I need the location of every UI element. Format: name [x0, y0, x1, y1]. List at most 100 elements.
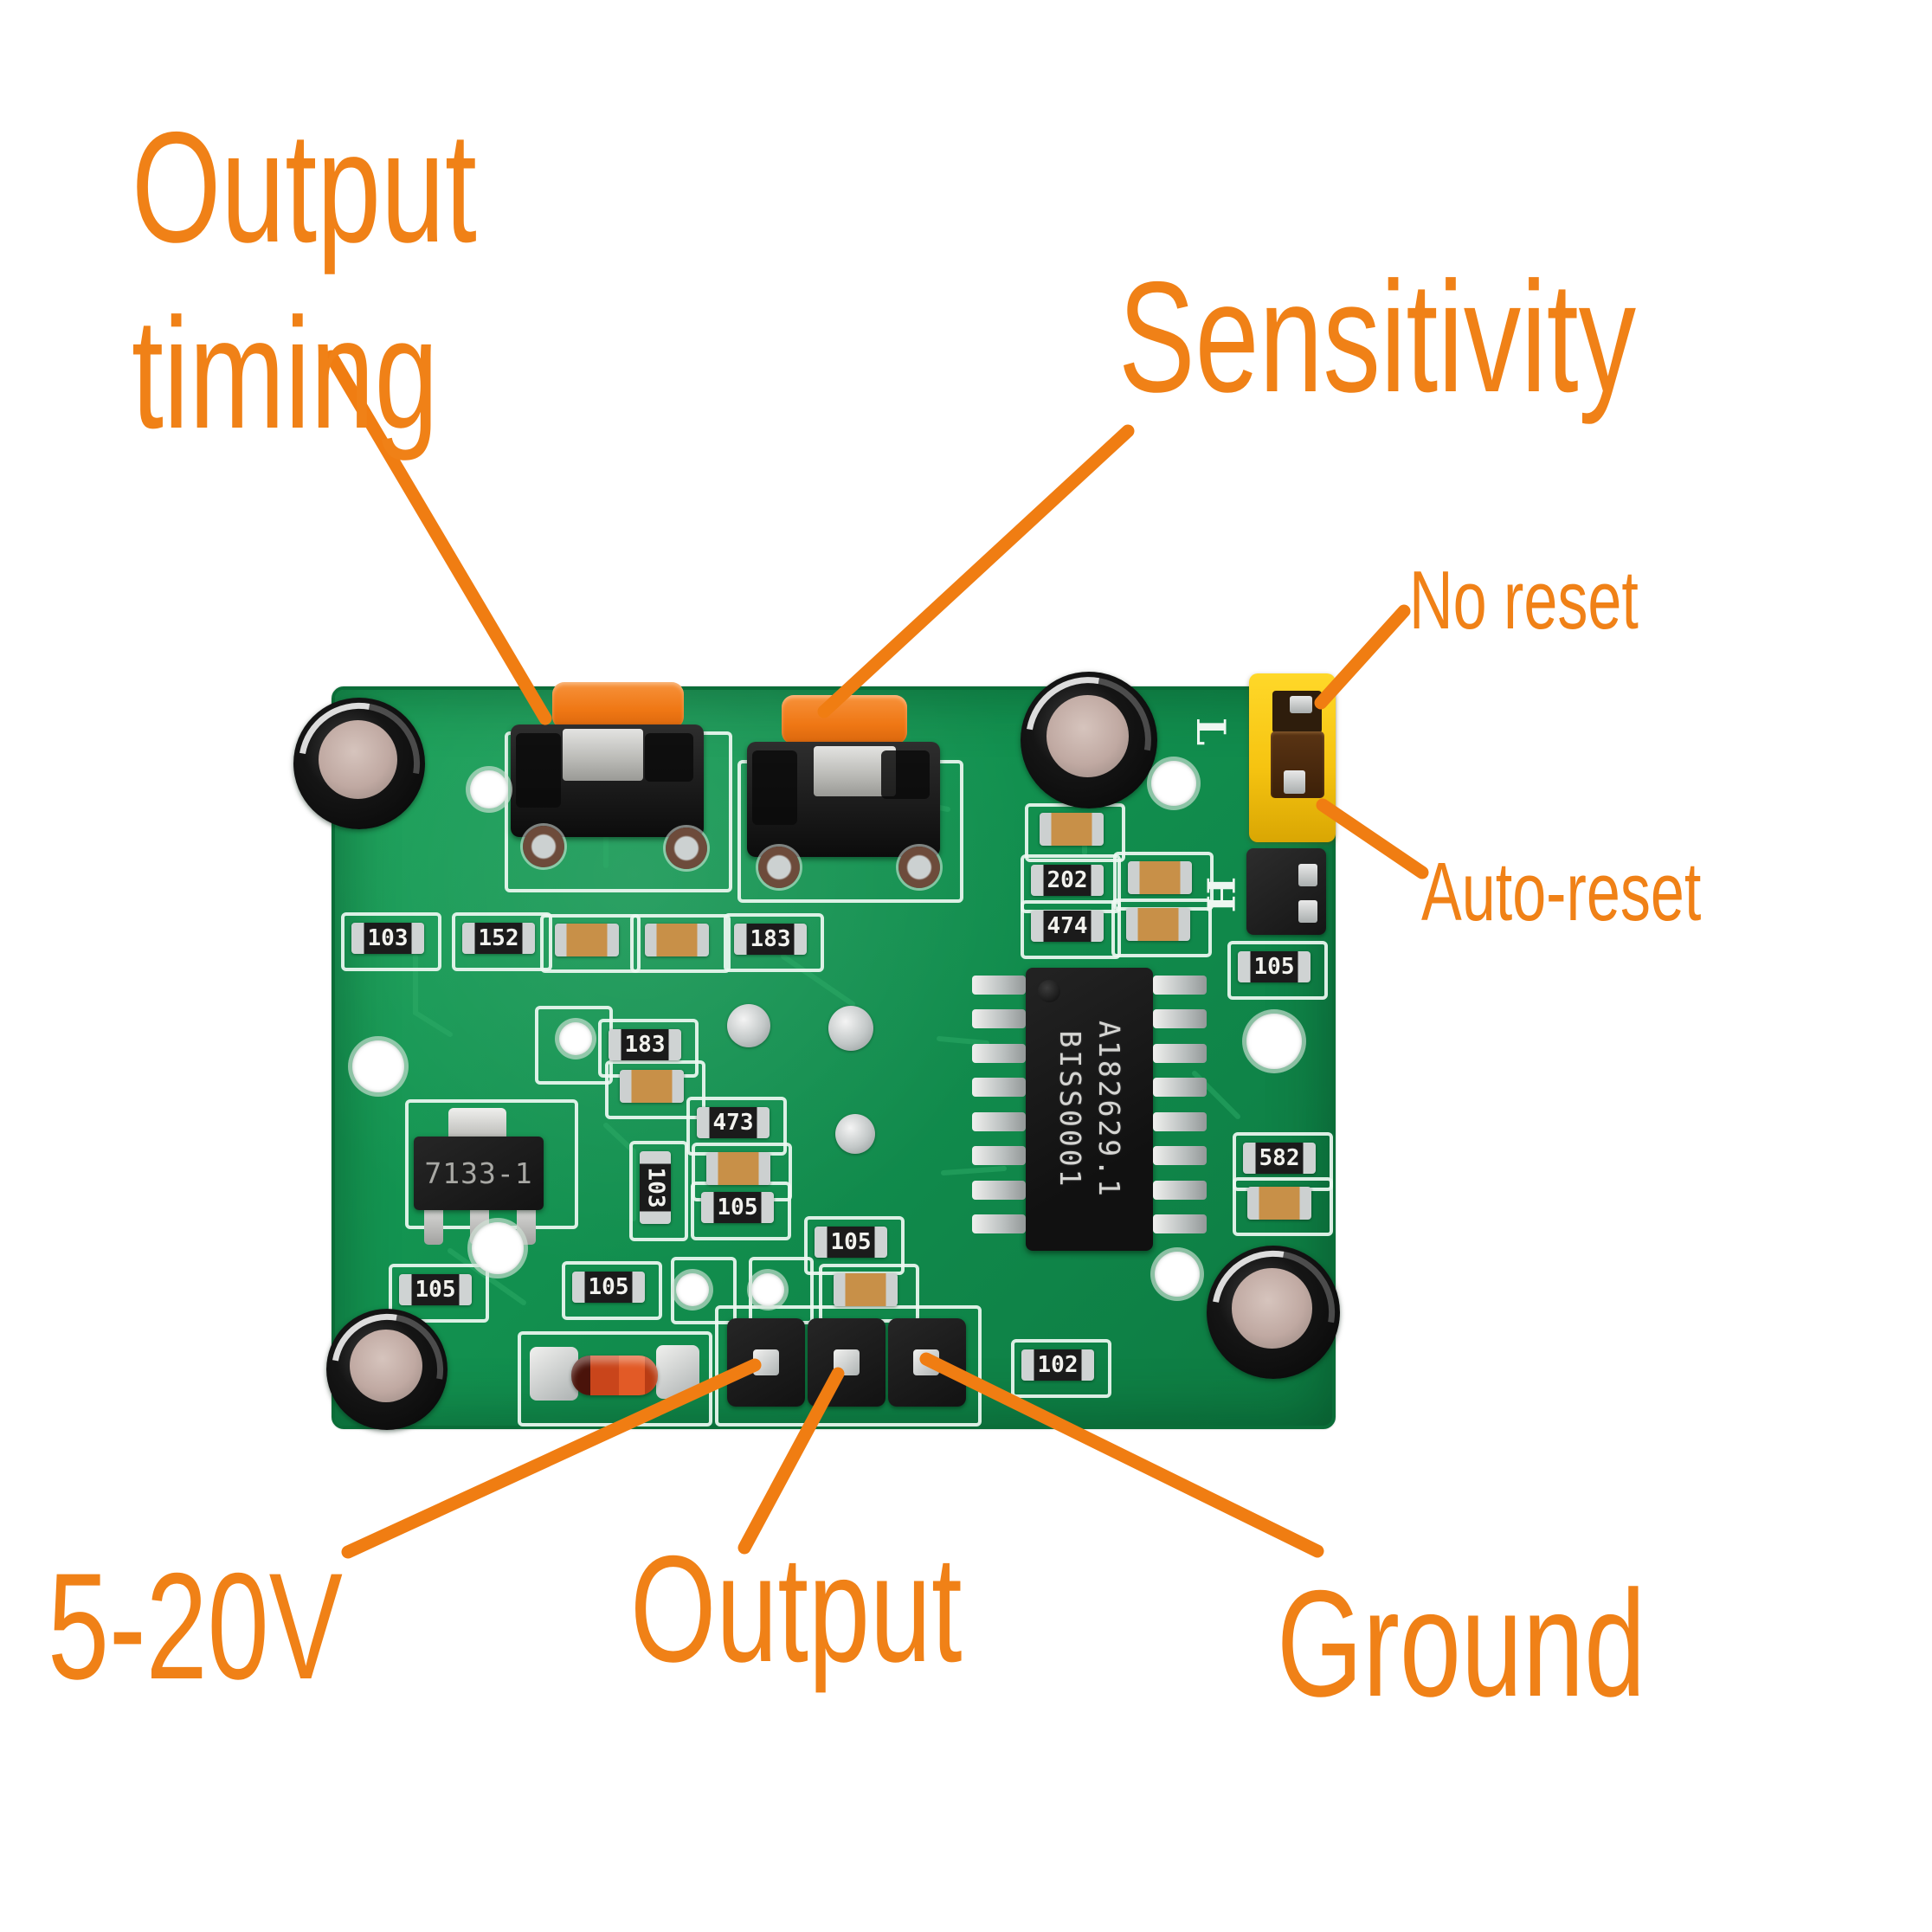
- diode-pad-right: [656, 1345, 699, 1399]
- silk-box-smd-18: [1111, 898, 1212, 957]
- smd-resistor-10: 103: [640, 1151, 671, 1224]
- smd-resistor-7-code: 473: [712, 1110, 754, 1136]
- smd-resistor-23-code: 102: [1037, 1352, 1079, 1378]
- pot-solder-pad-0: [523, 826, 564, 867]
- smd-resistor-7: 473: [697, 1107, 770, 1138]
- mounting-hole-2: [1246, 1014, 1302, 1069]
- ic-pin-left-6: [972, 1146, 1026, 1165]
- ic-marking-line2: A182629.1: [1092, 1020, 1126, 1199]
- sensitivity-potentiometer-knob: [782, 695, 907, 744]
- ic-pin-right-7: [1153, 1181, 1207, 1200]
- pot-solder-pad-2: [758, 847, 800, 888]
- silk-box-smd-20: [1227, 941, 1328, 1000]
- voltage-regulator: 7133-1: [414, 1137, 544, 1210]
- mounting-hole-0: [352, 1040, 404, 1092]
- pot-solder-pad-1: [666, 828, 707, 869]
- ic-pin-right-5: [1153, 1112, 1207, 1131]
- smd-capacitor-12: [834, 1273, 898, 1306]
- solder-joint-1: [828, 1006, 873, 1051]
- mounting-hole-1: [472, 1222, 524, 1274]
- jumper-pin-bottom: [1284, 770, 1305, 794]
- smd-resistor-11-code: 105: [830, 1229, 872, 1255]
- ic-marking-line1: BISS0001: [1053, 1030, 1087, 1188]
- smd-resistor-23: 102: [1021, 1349, 1094, 1381]
- smd-resistor-5: 183: [609, 1029, 681, 1060]
- pot-solder-pad-3: [898, 847, 940, 888]
- pot1-block: [645, 733, 693, 782]
- solder-joint-2: [835, 1114, 875, 1154]
- silk-box-smd-1: [452, 912, 552, 971]
- output-timing-potentiometer-knob: [552, 682, 684, 729]
- mounting-hole-5: [676, 1273, 709, 1306]
- smd-capacitor-8: [706, 1152, 770, 1185]
- mounting-hole-7: [1155, 1252, 1200, 1297]
- pointer-line-auto-reset: [1316, 798, 1429, 879]
- electrolytic-capacitor-top-left: [293, 698, 425, 829]
- silk-box-4: [671, 1257, 737, 1324]
- ic-marking: BISS0001 A182629.1: [1053, 1021, 1126, 1199]
- mounting-hole-8: [559, 1022, 592, 1055]
- biss0001-pir-controller-ic: BISS0001 A182629.1: [1026, 968, 1153, 1251]
- silk-box-smd-3: [630, 914, 731, 973]
- silk-box-smd-0: [341, 912, 441, 971]
- regulator-leg-3: [517, 1208, 536, 1245]
- silk-box-smd-10: [629, 1141, 688, 1241]
- smd-resistor-16: 474: [1031, 911, 1104, 942]
- ic-pin-left-5: [972, 1112, 1026, 1131]
- header-pin-vcc: [753, 1349, 779, 1375]
- silkscreen-letter-h: H: [1197, 876, 1242, 913]
- smd-resistor-1: 152: [462, 923, 535, 954]
- mounting-hole-6: [751, 1273, 784, 1306]
- pot1-notch: [516, 733, 561, 808]
- ic-pin-right-6: [1153, 1146, 1207, 1165]
- glass-diode: [571, 1356, 658, 1395]
- ic-pin-right-4: [1153, 1078, 1207, 1097]
- smd-resistor-4-code: 183: [750, 926, 791, 952]
- ic-pin-right-2: [1153, 1009, 1207, 1028]
- ic-pin-left-1: [972, 976, 1026, 995]
- smd-resistor-5-code: 183: [624, 1032, 666, 1058]
- ic-pin-left-4: [972, 1078, 1026, 1097]
- label-supply-voltage: 5-20V: [48, 1542, 343, 1711]
- smd-resistor-9-code: 105: [717, 1195, 758, 1220]
- silk-box-smd-14: [389, 1264, 489, 1323]
- label-output-pin: Output: [630, 1525, 963, 1694]
- ic-pin-left-2: [972, 1009, 1026, 1028]
- electrolytic-capacitor-top-right: [1021, 672, 1157, 808]
- label-ground-pin: Ground: [1277, 1560, 1646, 1729]
- regulator-tab: [448, 1108, 506, 1139]
- smd-resistor-0-code: 103: [367, 925, 409, 951]
- output-timing-potentiometer-wiper: [563, 729, 643, 781]
- smd-capacitor-6: [620, 1070, 684, 1103]
- smd-resistor-15-code: 202: [1046, 867, 1088, 893]
- ic-pin-right-3: [1153, 1044, 1207, 1063]
- regulator-marking: 7133-1: [424, 1156, 533, 1190]
- smd-resistor-13-code: 105: [588, 1274, 629, 1300]
- label-sensitivity: Sensitivity: [1118, 248, 1637, 425]
- smd-capacitor-2: [555, 924, 619, 956]
- smd-resistor-15: 202: [1031, 865, 1104, 896]
- label-output-timing-line1: Output: [132, 99, 477, 275]
- transistor-pad-2: [1298, 900, 1317, 923]
- ic-pin-left-8: [972, 1214, 1026, 1233]
- smd-resistor-0: 103: [351, 923, 424, 954]
- pot2-block: [881, 750, 930, 799]
- smd-capacitor-19: [1040, 813, 1104, 846]
- mounting-hole-4: [1151, 761, 1196, 806]
- pot2-notch: [752, 750, 797, 825]
- smd-resistor-11: 105: [815, 1227, 887, 1258]
- smd-capacitor-3: [645, 924, 709, 956]
- silkscreen-letter-l: L: [1188, 717, 1235, 746]
- mounting-hole-3: [470, 770, 508, 808]
- ic-pin-left-7: [972, 1181, 1026, 1200]
- smd-resistor-21: 582: [1243, 1143, 1316, 1174]
- smd-resistor-20-code: 105: [1253, 954, 1295, 980]
- smd-resistor-16-code: 474: [1046, 913, 1088, 939]
- regulator-leg-1: [424, 1208, 443, 1245]
- smd-resistor-4: 183: [734, 924, 807, 955]
- label-output-timing-line2: timing: [132, 285, 439, 461]
- label-auto-reset: Auto-reset: [1421, 846, 1702, 938]
- smd-resistor-9: 105: [701, 1192, 774, 1223]
- pointer-line-sensitivity: [817, 424, 1135, 718]
- header-pin-gnd: [913, 1349, 939, 1375]
